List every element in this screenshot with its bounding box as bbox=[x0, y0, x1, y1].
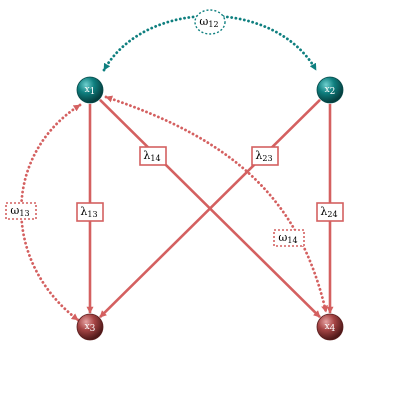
loading-label-lambda13: λ13 bbox=[80, 205, 97, 219]
loading-label-lambda14: λ14 bbox=[143, 149, 160, 163]
node-x3 bbox=[76, 313, 104, 341]
loading-box-lambda24 bbox=[316, 202, 344, 222]
covariance-box-omega13 bbox=[5, 202, 37, 220]
covariance-label-omega12: ω12 bbox=[199, 15, 218, 29]
node-label-x3: x3 bbox=[85, 322, 96, 334]
covariance-arrow-omega14 bbox=[104, 95, 328, 314]
loading-label-lambda23: λ23 bbox=[255, 149, 272, 163]
node-label-x2: x2 bbox=[325, 85, 336, 97]
nodes-layer: x1 x2 x3 x4 bbox=[76, 76, 344, 341]
covariance-label-omega13: ω13 bbox=[10, 204, 29, 218]
node-x2 bbox=[316, 76, 344, 104]
covariance-box-omega14 bbox=[273, 229, 305, 247]
node-x4 bbox=[316, 313, 344, 341]
edges-layer bbox=[19, 14, 334, 322]
loading-box-lambda13 bbox=[76, 202, 104, 222]
loading-box-lambda14 bbox=[139, 146, 167, 166]
node-label-x1: x1 bbox=[85, 85, 96, 97]
covariance-oval-omega12 bbox=[194, 9, 226, 35]
node-label-x4: x4 bbox=[325, 322, 336, 334]
labels-layer: λ13 λ14 λ23 λ24 ω12 ω13 ω14 bbox=[5, 9, 344, 247]
loading-label-lambda24: λ24 bbox=[320, 205, 337, 219]
covariance-label-omega14: ω14 bbox=[278, 231, 297, 245]
loading-box-lambda23 bbox=[251, 146, 279, 166]
node-x1 bbox=[76, 76, 104, 104]
